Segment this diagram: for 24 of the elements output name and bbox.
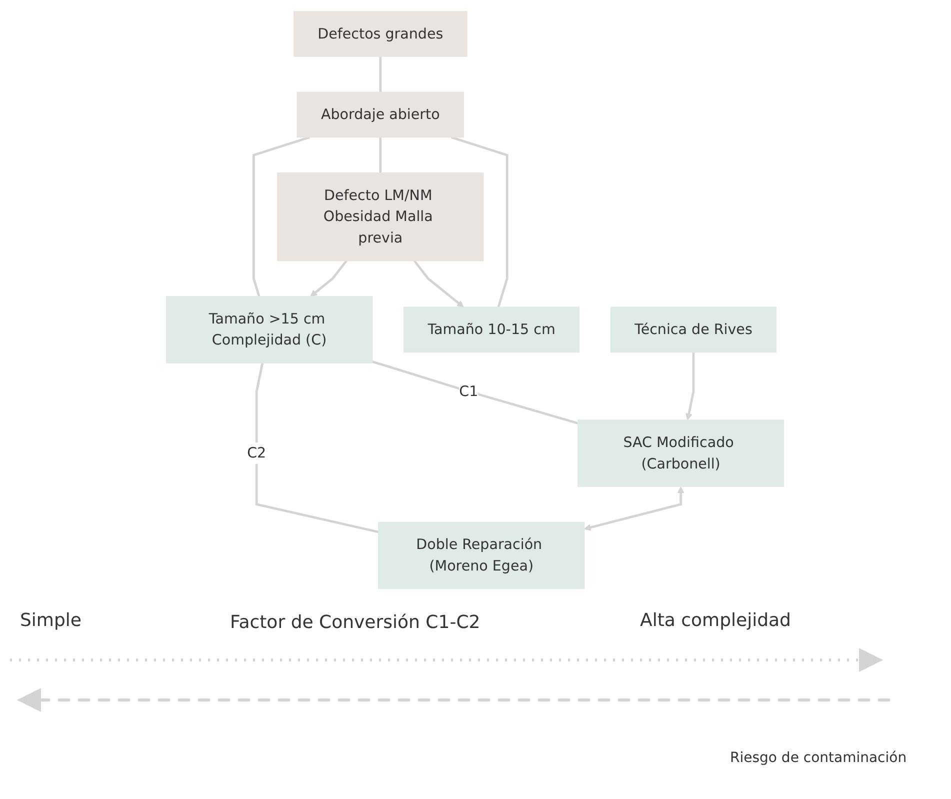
connector (380, 137, 382, 173)
connector (372, 360, 579, 424)
node-box: Tamaño >15 cm Complejidad (C) (166, 296, 374, 364)
axis-label: Riesgo de contaminación (730, 750, 907, 766)
arrow (686, 352, 696, 420)
node-box: SAC Modificado (Carbonell) (578, 420, 785, 487)
edge-label: C2 (248, 444, 267, 462)
connector (256, 362, 380, 534)
axis-label: Alta complejidad (640, 610, 791, 631)
arrow (414, 260, 464, 308)
arrow (584, 486, 685, 531)
arrow (310, 260, 348, 297)
node-box: Abordaje abierto (297, 92, 464, 138)
edge-label: C1 (460, 383, 479, 400)
node-box: Defectos grandes (294, 10, 468, 57)
axis-label: Factor de Conversión C1-C2 (230, 612, 480, 633)
connector (380, 56, 382, 92)
node-box: Tamaño 10-15 cm (404, 306, 580, 353)
node-box: Defecto LM/NM Obesidad Malla previa (278, 172, 484, 262)
axis-label: Simple (20, 610, 82, 631)
connector (252, 136, 310, 297)
connector (451, 136, 509, 308)
node-box: Doble Reparación (Moreno Egea) (378, 522, 586, 590)
node-box: Técnica de Rives (610, 306, 777, 353)
